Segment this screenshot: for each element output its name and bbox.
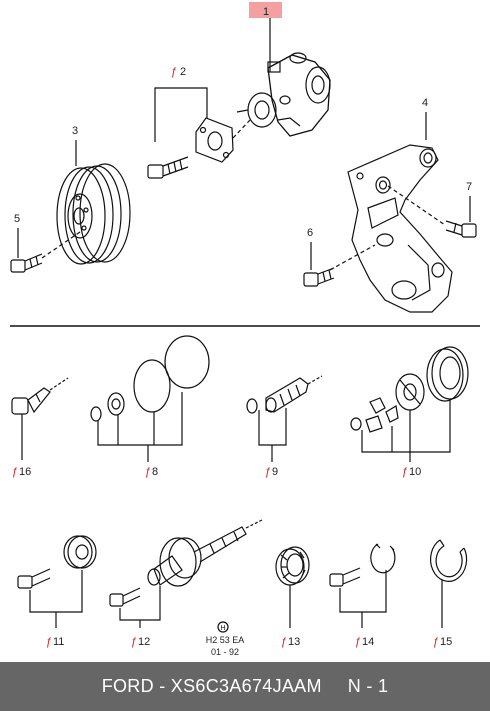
service-marker-15: ƒ xyxy=(433,636,439,648)
part-label-15[interactable]: 15 xyxy=(440,636,452,648)
union-fitting[interactable] xyxy=(11,377,69,415)
part-label-9[interactable]: 9 xyxy=(272,466,278,478)
quantity-text: N - 1 xyxy=(347,676,389,696)
part-number-text: FORD - XS6C3A674JAAM xyxy=(101,676,322,696)
circlip-set[interactable] xyxy=(329,543,396,587)
service-marker-13: ƒ xyxy=(281,636,287,648)
part-label-3[interactable]: 3 xyxy=(72,125,78,137)
needle-bearing[interactable] xyxy=(275,546,310,586)
ref-code: H2 53 EA xyxy=(206,635,245,645)
snap-ring[interactable] xyxy=(429,539,468,582)
flange-plate[interactable] xyxy=(195,117,234,163)
service-marker-16: ƒ xyxy=(12,466,18,478)
service-marker-11: ƒ xyxy=(46,636,52,648)
part-label-6[interactable]: 6 xyxy=(307,227,313,239)
rotor-kit[interactable] xyxy=(350,346,469,433)
bracket-bolt-upper[interactable] xyxy=(445,220,477,238)
bracket-bolt-lower[interactable] xyxy=(303,267,335,287)
ref-logo-circle xyxy=(217,621,229,633)
parts-diagram: 1 2 ƒ xyxy=(10,2,480,657)
part-label-2[interactable]: 2 xyxy=(180,66,186,78)
pulley[interactable] xyxy=(56,163,131,265)
service-marker-14: ƒ xyxy=(355,636,361,648)
part-label-16[interactable]: 16 xyxy=(19,466,31,478)
part-label-7[interactable]: 7 xyxy=(466,181,472,193)
part-label-4[interactable]: 4 xyxy=(422,97,428,109)
service-marker-10: ƒ xyxy=(402,466,408,478)
ref-date: 01 - 92 xyxy=(211,647,239,657)
part-label-11[interactable]: 11 xyxy=(53,636,64,648)
part-label-8[interactable]: 8 xyxy=(152,466,158,478)
pressure-valve[interactable] xyxy=(246,375,323,414)
part-label-1[interactable]: 1 xyxy=(263,6,269,18)
mounting-bracket[interactable] xyxy=(347,144,453,313)
pump-bolt[interactable] xyxy=(147,156,189,179)
part-label-10[interactable]: 10 xyxy=(409,466,421,478)
part-label-13[interactable]: 13 xyxy=(288,636,300,648)
shaft-bearing[interactable] xyxy=(17,535,97,589)
ref-logo: H xyxy=(220,625,225,632)
part-label-5[interactable]: 5 xyxy=(14,213,20,225)
service-marker-9: ƒ xyxy=(265,466,271,478)
drive-shaft[interactable] xyxy=(109,519,263,607)
part-label-12[interactable]: 12 xyxy=(138,636,150,648)
steering-pump[interactable] xyxy=(236,52,331,137)
service-marker-2: ƒ xyxy=(171,66,177,78)
part-info-bar: FORD - XS6C3A674JAAM N - 1 xyxy=(0,662,490,711)
seal-rings[interactable] xyxy=(90,335,210,422)
highlight-box xyxy=(249,2,282,18)
service-marker-8: ƒ xyxy=(145,466,151,478)
part-label-14[interactable]: 14 xyxy=(362,636,374,648)
pulley-bolt[interactable] xyxy=(10,253,43,273)
service-marker-12: ƒ xyxy=(131,636,137,648)
